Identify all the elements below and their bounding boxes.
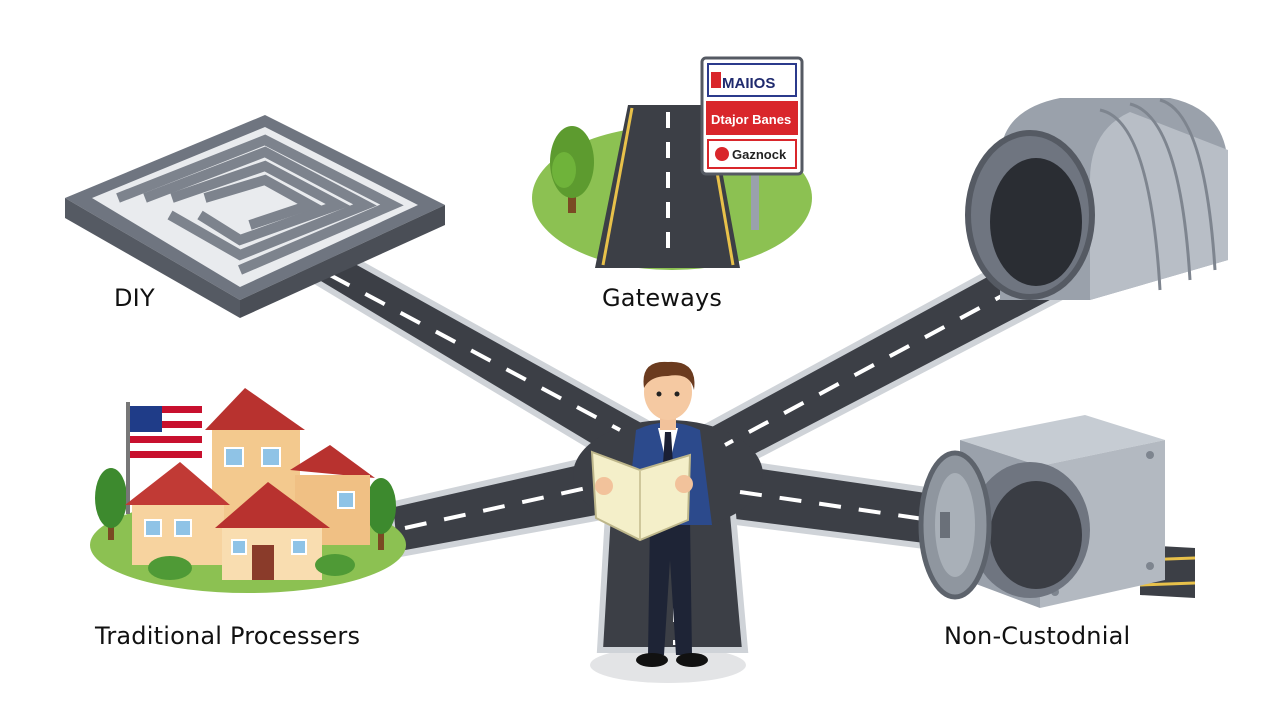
vault-door-inner [935,473,975,577]
bolt [1146,562,1154,570]
shoe [676,653,708,667]
tunnel-inside [990,158,1082,286]
lane-mark-tunnel [724,268,1051,447]
tree-icon [366,478,396,550]
hand [675,475,693,493]
lane-mark-diy [329,273,621,432]
tree-icon [95,468,127,540]
sign-panel-top [707,63,797,97]
bolt [1146,451,1154,459]
bush [148,556,192,580]
label-diy: DIY [114,284,155,312]
vault-top [960,415,1165,466]
sign-board: MAIIOS Dtajor Banes Gaznock [700,56,804,230]
flag-icon [126,402,202,514]
label-traditional: Traditional Processers [95,622,361,650]
person-icon [590,361,712,667]
person-head [644,364,692,420]
lane-mark-traditional [404,483,601,530]
lane-mark-vault [739,490,931,522]
vault-handle [940,512,950,538]
yellow-line [1139,581,1196,587]
house-left [125,462,230,565]
bush [315,554,355,576]
sign-logo-icon [715,147,729,161]
yellow-line [601,107,634,266]
maze-icon [65,115,445,318]
vault-inside [990,481,1082,589]
houses-icon [90,388,406,593]
tunnel-icon [965,98,1228,300]
tree-icon [550,126,594,213]
house-front [215,482,330,580]
sign-text-line3: Gaznock [732,147,787,162]
label-gateways: Gateways [602,284,723,312]
shoe [636,653,668,667]
vault-icon [918,415,1165,608]
sign-text-line2: Dtajor Banes [711,112,791,127]
label-non-custodial: Non-Custodnial [944,622,1131,650]
person-shadow [590,647,746,683]
hand [595,477,613,495]
sign-pole [751,150,759,230]
sign-text-line1: MAIIOS [722,75,775,92]
person-hair [643,361,695,390]
sign-logo-icon [711,72,721,88]
sign-panel-middle [706,101,798,135]
